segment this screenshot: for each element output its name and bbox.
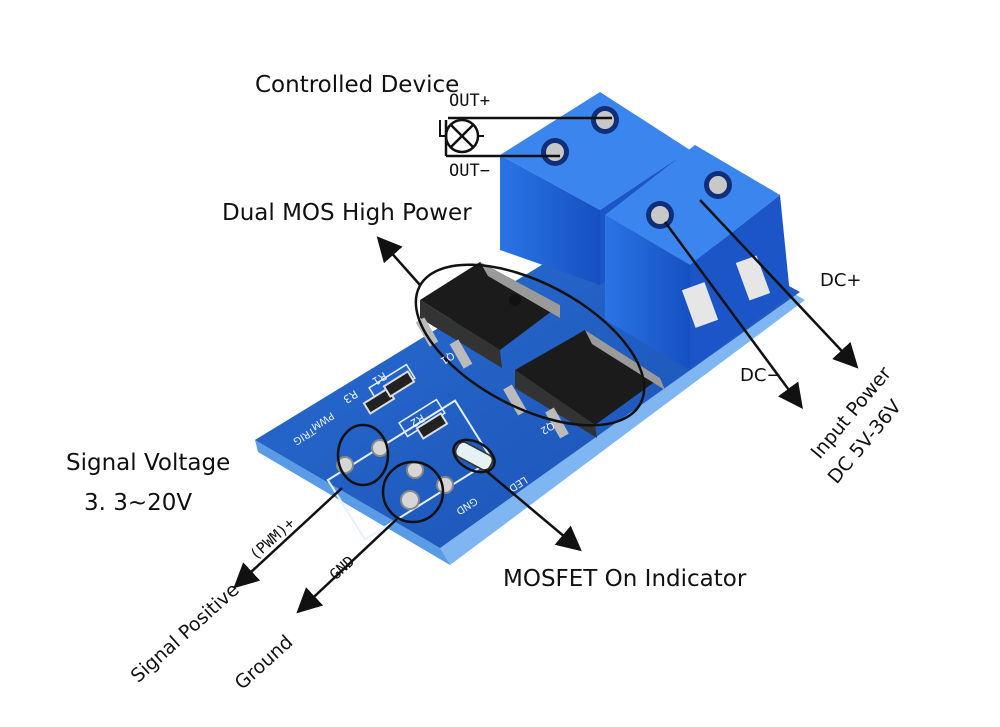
highlight-circles [336,263,646,524]
label-out-minus: OUT− [449,161,490,181]
label-dc-plus: DC+ [820,270,862,291]
terminal-block-input [605,145,790,370]
label-out-plus: OUT+ [449,91,490,111]
label-signal-voltage: Signal Voltage [66,450,231,476]
label-mosfet-indicator: MOSFET On Indicator [503,566,747,592]
resistor-r2 [415,412,449,440]
label-dual-mos: Dual MOS High Power [222,200,472,226]
label-dc-minus: DC− [740,365,782,386]
mosfet-q2 [503,330,665,439]
resistor-r1 [382,370,416,398]
led-indicator [454,441,494,471]
arrows [233,199,859,614]
label-controlled-device: Controlled Device [255,72,460,98]
lamp-symbol-icon [439,116,612,158]
label-signal-range: 3. 3~20V [84,490,193,516]
mosfet-q1 [415,262,560,369]
